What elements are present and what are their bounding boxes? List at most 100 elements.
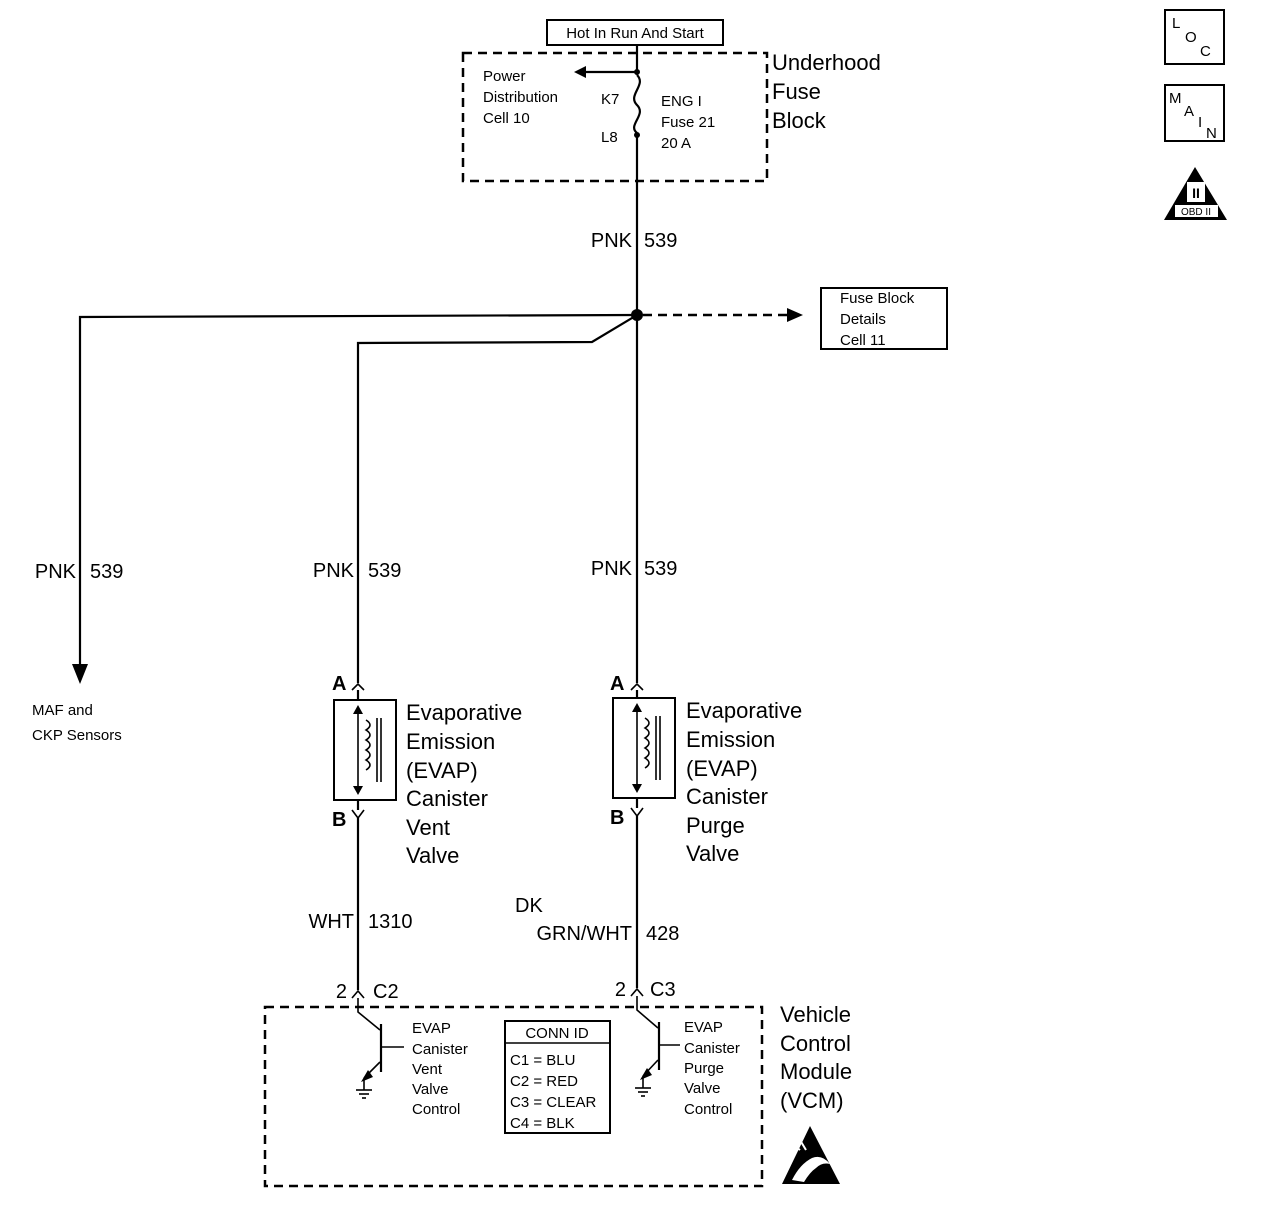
main-icon: M A I N [1164, 84, 1225, 142]
vent-feed-color: PNK [313, 560, 355, 582]
purge-control-line-5: Control [684, 1101, 732, 1118]
vent-valve-name-2: Emission [406, 729, 495, 754]
vent-feed-number: 539 [368, 560, 401, 582]
vcm-c3-connector [630, 987, 644, 997]
sensor-branch-wire [78, 313, 638, 668]
conn-id-row-3: C3 = CLEAR [510, 1094, 596, 1111]
purge-feed-number: 539 [644, 558, 677, 580]
fuse-block-name-line-1: Underhood [772, 50, 881, 75]
main-letter-i: I [1198, 114, 1202, 131]
transistor-icon [357, 998, 404, 1082]
vent-valve-name-5: Vent [406, 815, 450, 840]
vent-pin-b: B [332, 809, 346, 831]
fuse-block-name-line-2: Fuse [772, 79, 821, 104]
purge-valve-name-5: Purge [686, 813, 745, 838]
purge-control-wire-color-2: GRN/WHT [536, 923, 632, 945]
fuse-number: Fuse 21 [661, 114, 715, 131]
sensor-branch-arrow [72, 664, 88, 684]
purge-control-line-3: Purge [684, 1060, 724, 1077]
loc-letter-c: C [1200, 43, 1211, 60]
vent-control-line-4: Valve [412, 1081, 448, 1098]
sensor-wire-number: 539 [90, 561, 123, 583]
main-wire-color: PNK [591, 230, 633, 252]
vcm-name-line-2: Control [780, 1031, 851, 1056]
vcm-vent-pin: 2 [336, 981, 347, 1003]
obd-roman: II [1192, 185, 1200, 201]
fuse-name: ENG I [661, 93, 702, 110]
transistor-icon [636, 996, 680, 1080]
purge-valve-name-1: Evaporative [686, 698, 802, 723]
vent-valve: A B Evaporative Emission (EVAP) Canister… [332, 673, 522, 868]
fuse-details-line-2: Details [840, 311, 886, 328]
vent-valve-name-4: Canister [406, 786, 488, 811]
purge-valve-name-6: Valve [686, 841, 739, 866]
purge-pin-a-connector [630, 682, 644, 691]
vent-valve-feed-wire [356, 314, 638, 683]
fuse-k7-terminal [634, 69, 640, 75]
vcm-purge-pin: 2 [615, 979, 626, 1001]
vent-control-label: EVAP Canister Vent Valve Control [412, 1020, 468, 1118]
power-distribution-arrow [574, 66, 586, 78]
vcm-vent-connector: C2 [373, 981, 399, 1003]
vent-pin-a: A [332, 673, 346, 695]
conn-id-row-4: C4 = BLK [510, 1115, 575, 1132]
hot-in-run-label-box: Hot In Run And Start [546, 19, 724, 46]
main-wire-number: 539 [644, 230, 677, 252]
fuse-details-line-3: Cell 11 [840, 332, 886, 349]
fuse-rating: 20 A [661, 135, 691, 152]
sensor-wire-color: PNK [35, 561, 77, 583]
purge-pin-a: A [610, 673, 624, 695]
purge-valve-name-2: Emission [686, 727, 775, 752]
conn-id-row-2: C2 = RED [510, 1073, 578, 1090]
vcm-name-line-1: Vehicle [780, 1002, 851, 1027]
purge-pin-b: B [610, 807, 624, 829]
fuse-details-line-1: Fuse Block [840, 290, 915, 307]
vent-pin-b-connector [351, 809, 365, 820]
conn-id-title: CONN ID [525, 1025, 589, 1042]
vcm-name-line-4: (VCM) [780, 1088, 844, 1113]
sensors-label-line-2: CKP Sensors [32, 727, 122, 744]
vent-pin-a-connector [351, 682, 365, 691]
fuse-details-box: Fuse Block Details Cell 11 [820, 287, 948, 350]
fuse-block-name: Underhood Fuse Block [772, 50, 881, 133]
vent-control-line-2: Canister [412, 1041, 468, 1058]
power-distribution-line-3: Cell 10 [483, 110, 530, 127]
solenoid-icon [632, 703, 661, 793]
purge-control-wire-color-1: DK [515, 895, 543, 917]
loc-letter-l: L [1172, 15, 1180, 32]
hot-in-run-label: Hot In Run And Start [566, 25, 704, 42]
vent-control-line-3: Vent [412, 1061, 443, 1078]
obd-ii-icon: II OBD II [1164, 167, 1227, 220]
purge-valve-name-3: (EVAP) [686, 756, 758, 781]
obd-label: OBD II [1181, 207, 1211, 218]
power-distribution-line-2: Distribution [483, 89, 558, 106]
purge-control-line-2: Canister [684, 1040, 740, 1057]
loc-letter-o: O [1185, 29, 1197, 46]
purge-valve: A B Evaporative Emission (EVAP) Canister… [610, 673, 802, 866]
conn-id-table: CONN ID C1 = BLU C2 = RED C3 = CLEAR C4 … [504, 1020, 611, 1134]
purge-feed-color: PNK [591, 558, 633, 580]
conn-id-row-1: C1 = BLU [510, 1052, 575, 1069]
vent-control-line-5: Control [412, 1101, 460, 1118]
sensors-label-line-1: MAF and [32, 702, 93, 719]
vent-control-line-1: EVAP [412, 1020, 451, 1037]
vent-valve-name-3: (EVAP) [406, 758, 478, 783]
fuse-details-arrow [787, 308, 803, 322]
ground-icon [356, 1080, 372, 1099]
purge-valve-name-4: Canister [686, 784, 768, 809]
fuse-pin-k7: K7 [601, 91, 619, 108]
vcm-name: Vehicle Control Module (VCM) [780, 1002, 852, 1113]
fuse-pin-l8: L8 [601, 129, 618, 146]
purge-control-wire-number: 428 [646, 923, 679, 945]
vcm-outline [263, 1005, 764, 1188]
vcm-c2-connector [351, 989, 365, 999]
power-distribution-ref: Power Distribution Cell 10 [483, 68, 558, 127]
purge-pin-b-connector [630, 807, 644, 818]
underhood-fuse-block-outline [461, 51, 769, 183]
main-letter-m: M [1169, 90, 1182, 107]
vcm-purge-connector: C3 [650, 979, 676, 1001]
main-letter-n: N [1206, 125, 1217, 142]
purge-control-line-1: EVAP [684, 1019, 723, 1036]
